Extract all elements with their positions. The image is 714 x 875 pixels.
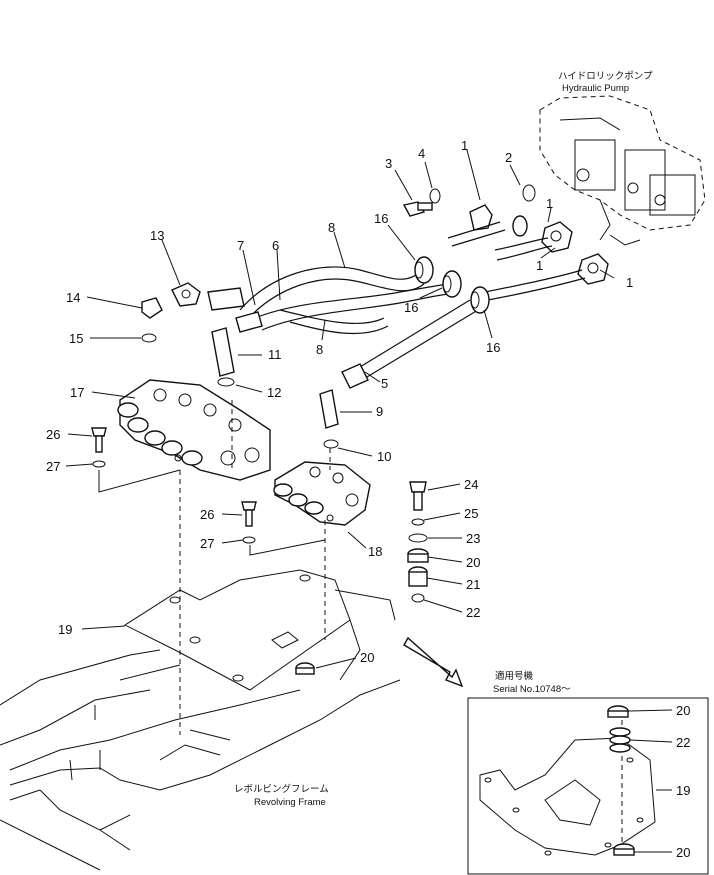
- callout-number: 16: [404, 300, 418, 315]
- control-valve-17: [117, 379, 271, 481]
- callout-number: 11: [268, 347, 282, 362]
- pump-label-jp: ハイドロリックポンプ: [558, 71, 653, 82]
- pump-fitting: [469, 184, 609, 285]
- hoses: [239, 221, 586, 381]
- callout-number: 8: [328, 220, 335, 235]
- callout-numbers: 1 2 3 4 1 16 13 7 6 8 1 1 14 16 16 15 8 …: [46, 138, 690, 860]
- callout-number: 12: [267, 385, 281, 400]
- control-valve-18: [273, 461, 371, 526]
- callout-number: 5: [381, 376, 388, 391]
- callout-number: 20: [676, 703, 690, 718]
- leader-lines: [65, 149, 673, 853]
- callout-number: 14: [66, 290, 80, 305]
- callout-number: 22: [466, 605, 480, 620]
- callout-number: 22: [676, 735, 690, 750]
- mounting-plate: [123, 569, 351, 691]
- callout-number: 3: [385, 156, 392, 171]
- callout-number: 27: [200, 536, 214, 551]
- hydraulic-pump: [539, 95, 706, 246]
- callout-number: 20: [466, 555, 480, 570]
- frame-label-jp: レボルビングフレーム: [234, 783, 329, 795]
- callout-number: 1: [626, 275, 633, 290]
- callout-number: 20: [676, 845, 690, 860]
- callout-number: 16: [486, 340, 500, 355]
- callout-number: 25: [464, 506, 478, 521]
- callout-number: 9: [376, 404, 383, 419]
- callout-number: 20: [360, 650, 374, 665]
- serial-label-en: Serial No.10748～: [493, 684, 571, 695]
- callout-number: 26: [200, 507, 214, 522]
- callout-number: 27: [46, 459, 60, 474]
- serial-label-jp: 適用号機: [495, 670, 534, 682]
- callout-number: 26: [46, 427, 60, 442]
- grommet: [414, 256, 490, 314]
- callout-number: 4: [418, 146, 425, 161]
- callout-number: 1: [461, 138, 468, 153]
- callout-number: 8: [316, 342, 323, 357]
- callout-number: 19: [676, 783, 690, 798]
- callout-number: 19: [58, 622, 72, 637]
- revolving-frame: [0, 589, 401, 871]
- callout-number: 17: [70, 385, 84, 400]
- callout-number: 13: [150, 228, 164, 243]
- callout-number: 2: [505, 150, 512, 165]
- callout-number: 1: [546, 196, 553, 211]
- callout-number: 10: [377, 449, 391, 464]
- callout-number: 6: [272, 238, 279, 253]
- callout-number: 23: [466, 531, 480, 546]
- frame-label-en: Revolving Frame: [254, 797, 326, 808]
- pump-label-en: Hydraulic Pump: [562, 83, 629, 94]
- callout-number: 7: [237, 238, 244, 253]
- inset-box: [467, 697, 709, 875]
- callout-number: 24: [464, 477, 478, 492]
- callout-number: 18: [368, 544, 382, 559]
- callout-number: 21: [466, 577, 480, 592]
- callout-number: 15: [69, 331, 83, 346]
- callout-number: 1: [536, 258, 543, 273]
- callout-number: 16: [374, 211, 388, 226]
